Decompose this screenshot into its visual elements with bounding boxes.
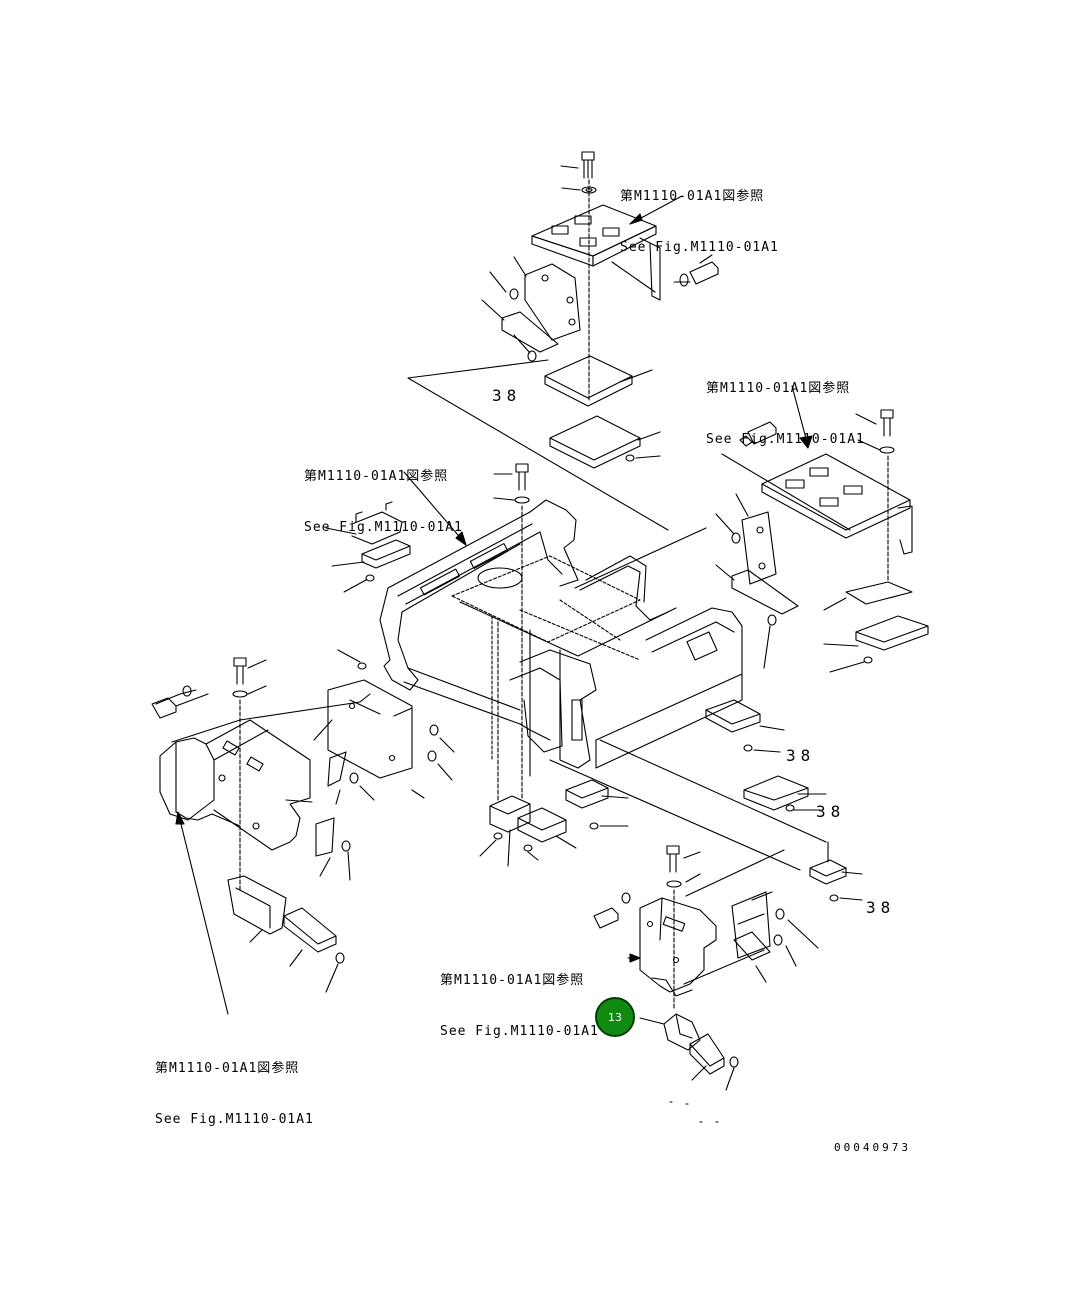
right-bracket-assembly — [574, 385, 929, 673]
reference-note-right: 第M1110-01A1図参照 See Fig.M1110-01A1 — [706, 346, 865, 465]
reference-note-en: See Fig.M1110-01A1 — [155, 1112, 314, 1127]
top-bracket-assembly — [407, 151, 719, 531]
part-number-38: 38 — [786, 746, 816, 765]
callout-badge-13[interactable]: 13 — [595, 997, 635, 1037]
reference-note-en: See Fig.M1110-01A1 — [620, 240, 779, 255]
reference-note-bottom-left: 第M1110-01A1図参照 See Fig.M1110-01A1 — [155, 1026, 314, 1145]
reference-note-en: See Fig.M1110-01A1 — [440, 1024, 599, 1039]
left-panel-assembly — [151, 649, 455, 1015]
reference-note-center: 第M1110-01A1図参照 See Fig.M1110-01A1 — [304, 434, 463, 553]
reference-note-jp: 第M1110-01A1図参照 — [620, 189, 765, 204]
reference-note-en: See Fig.M1110-01A1 — [304, 520, 463, 535]
bottom-right-assembly — [593, 845, 819, 1123]
reference-note-top: 第M1110-01A1図参照 See Fig.M1110-01A1 — [620, 154, 779, 273]
reference-note-en: See Fig.M1110-01A1 — [706, 432, 865, 447]
reference-note-jp: 第M1110-01A1図参照 — [304, 469, 449, 484]
reference-note-jp: 第M1110-01A1図参照 — [706, 381, 851, 396]
drawing-code: 00040973 — [834, 1141, 911, 1154]
reference-note-jp: 第M1110-01A1図参照 — [155, 1061, 300, 1076]
part-number-38: 38 — [816, 802, 846, 821]
part-number-38: 38 — [866, 898, 896, 917]
reference-note-jp: 第M1110-01A1図参照 — [440, 973, 585, 988]
main-frame — [325, 463, 863, 902]
reference-note-bottom-right: 第M1110-01A1図参照 See Fig.M1110-01A1 — [440, 938, 599, 1057]
part-number-38: 38 — [492, 386, 522, 405]
